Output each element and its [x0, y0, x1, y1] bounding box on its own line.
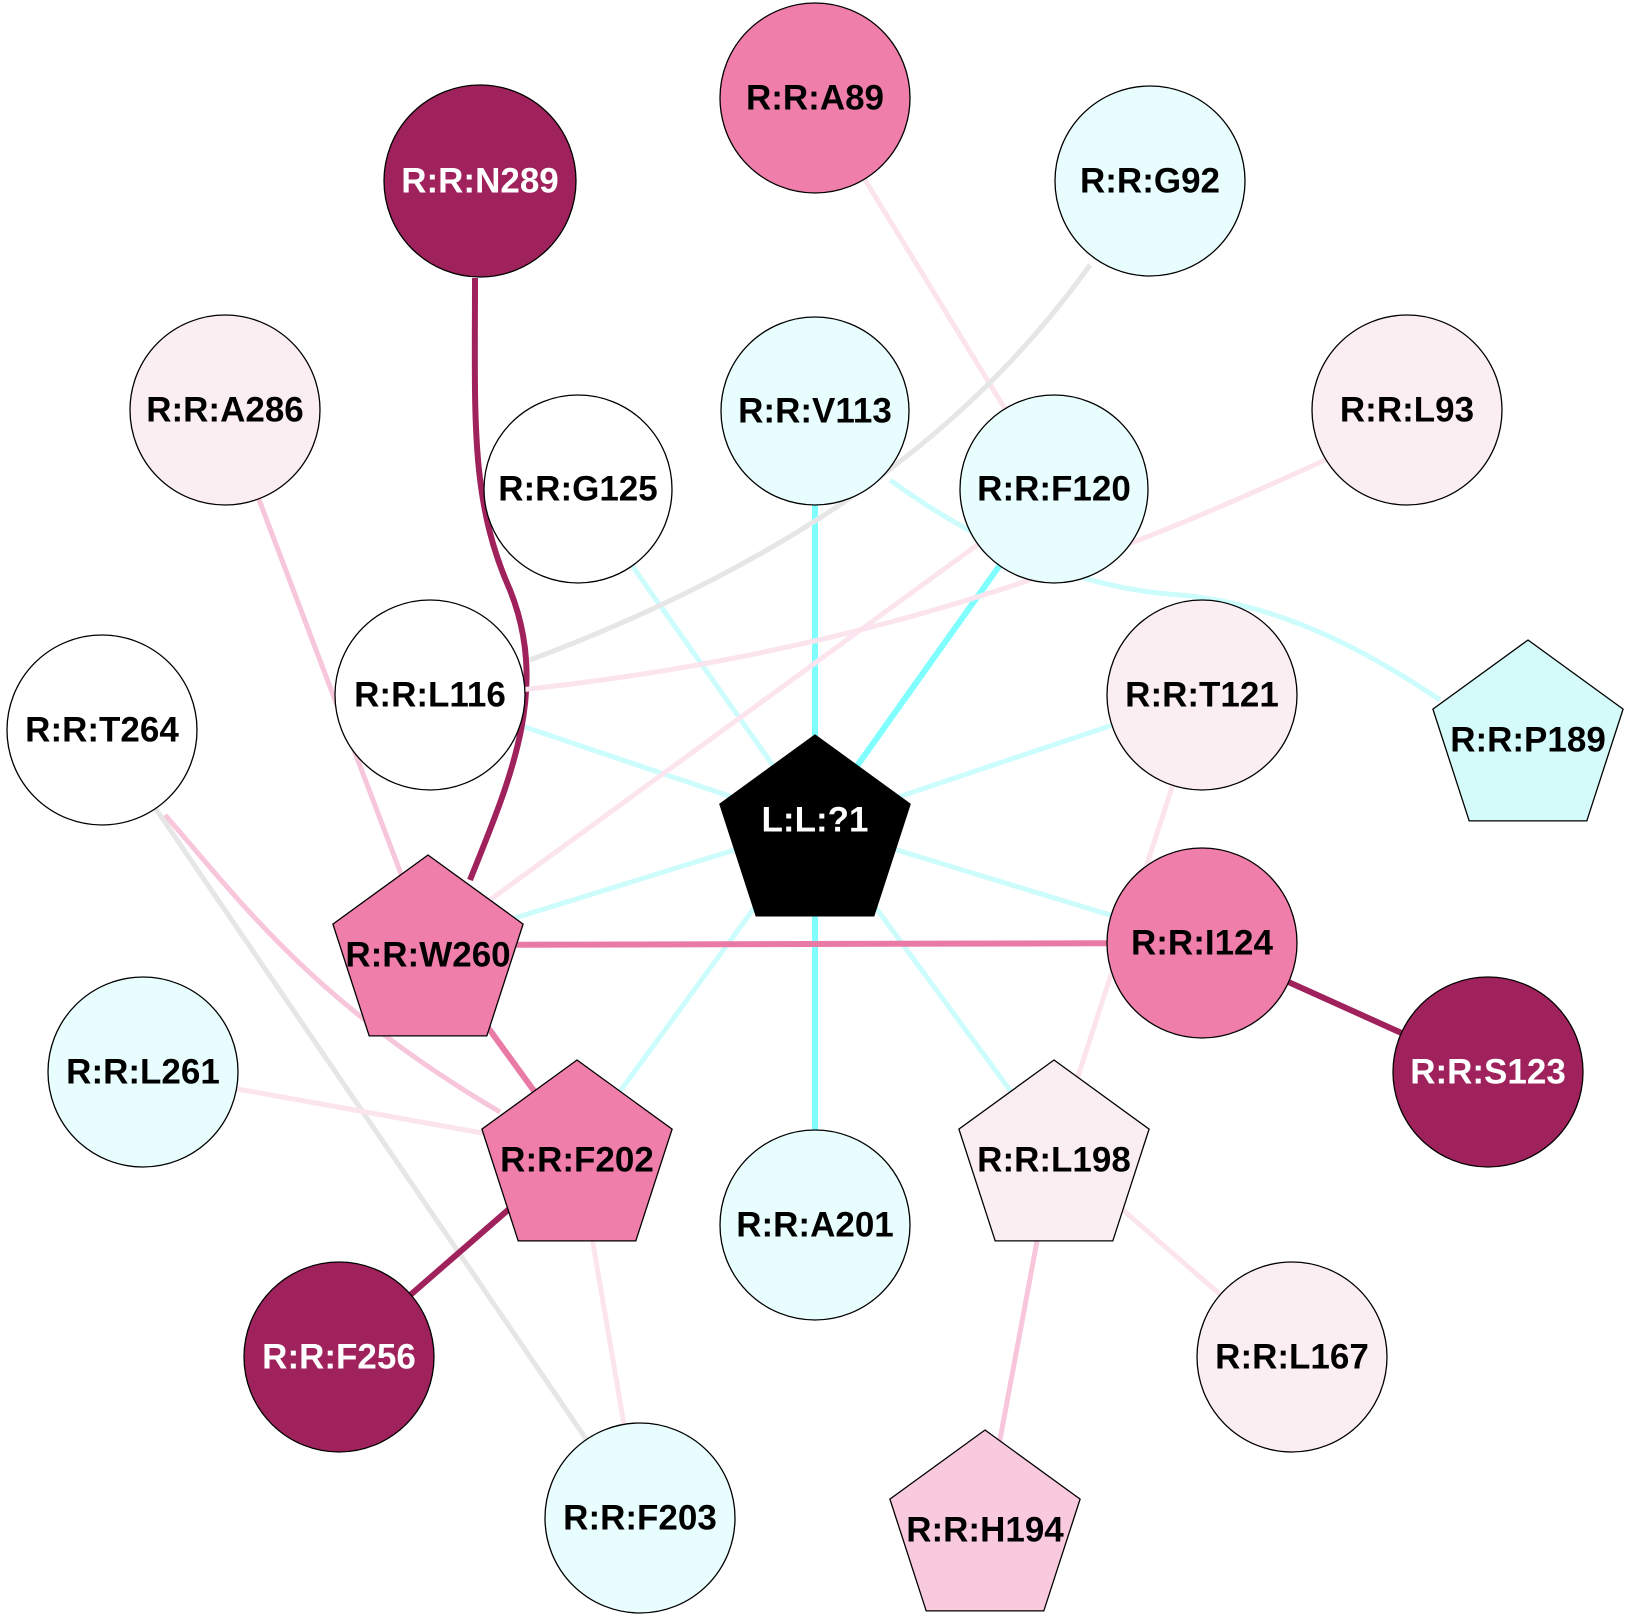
- node-circle-shape: [959, 394, 1149, 584]
- node-circle-shape: [1311, 314, 1503, 506]
- node-label: R:R:A201: [736, 1206, 894, 1245]
- edge-r-r-f120-r-r-w260: [426, 486, 1056, 948]
- node-pentagon-shape: [958, 1059, 1150, 1242]
- node-circle-shape: [129, 314, 321, 506]
- node-r-r-n289[interactable]: R:R:N289: [383, 84, 577, 278]
- edge-r-r-g92-r-r-l116: [529, 263, 1093, 663]
- node-circle-shape: [6, 634, 198, 826]
- node-r-r-l167[interactable]: R:R:L167: [1196, 1261, 1388, 1453]
- node-r-r-a286[interactable]: R:R:A286: [129, 314, 321, 506]
- node-label: R:R:L198: [977, 1141, 1131, 1180]
- node-label: R:R:L93: [1340, 391, 1474, 430]
- node-pentagon-shape: [889, 1429, 1081, 1612]
- node-r-r-l116[interactable]: R:R:L116: [334, 599, 526, 791]
- node-label: R:R:L261: [66, 1053, 220, 1092]
- node-circle-shape: [1054, 85, 1246, 277]
- edge-r-r-l93-r-r-l116: [519, 457, 1327, 693]
- node-pentagon-shape: [332, 854, 524, 1037]
- node-label: R:R:P189: [1450, 721, 1606, 760]
- node-label: R:R:S123: [1410, 1053, 1566, 1092]
- node-r-r-v113[interactable]: R:R:V113: [720, 316, 910, 506]
- node-label: R:R:G92: [1080, 162, 1220, 201]
- node-label: R:R:L116: [354, 676, 506, 715]
- node-label: R:R:I124: [1131, 924, 1274, 963]
- node-r-r-a201[interactable]: R:R:A201: [719, 1129, 911, 1321]
- edge-r-r-w260-r-r-i124: [427, 940, 1203, 948]
- node-circle-shape: [47, 976, 239, 1168]
- node-r-r-l93[interactable]: R:R:L93: [1311, 314, 1503, 506]
- node-r-r-g92[interactable]: R:R:G92: [1054, 85, 1246, 277]
- node-label: R:R:H194: [906, 1511, 1064, 1550]
- node-circle-shape: [334, 599, 526, 791]
- node-label: R:R:F202: [500, 1141, 654, 1180]
- node-r-r-w260[interactable]: R:R:W260: [332, 854, 524, 1037]
- node-r-r-i124[interactable]: R:R:I124: [1106, 847, 1298, 1039]
- node-label: L:L:?1: [762, 801, 869, 840]
- node-circle-shape: [383, 84, 577, 278]
- node-label: R:R:G125: [498, 470, 657, 509]
- node-r-r-f202[interactable]: R:R:F202: [481, 1059, 673, 1242]
- node-pentagon-shape: [481, 1059, 673, 1242]
- node-circle-shape: [1196, 1261, 1388, 1453]
- node-label: R:R:A286: [146, 391, 304, 430]
- node-r-r-a89[interactable]: R:R:A89: [719, 2, 911, 194]
- node-r-r-t121[interactable]: R:R:T121: [1106, 599, 1298, 791]
- node-label: R:R:A89: [746, 79, 884, 118]
- node-label: R:R:V113: [738, 392, 892, 431]
- node-circle-shape: [544, 1422, 736, 1614]
- node-label: R:R:F256: [262, 1338, 416, 1377]
- node-circle-shape: [1106, 599, 1298, 791]
- node-label: R:R:F203: [563, 1499, 717, 1538]
- node-circle-shape: [1106, 847, 1298, 1039]
- node-label: R:R:L167: [1215, 1338, 1369, 1377]
- node-r-r-l261[interactable]: R:R:L261: [47, 976, 239, 1168]
- node-r-r-t264[interactable]: R:R:T264: [6, 634, 198, 826]
- node-pentagon-shape: [719, 734, 911, 917]
- edge-r-r-t264-r-r-f203: [99, 728, 643, 1520]
- node-r-r-f203[interactable]: R:R:F203: [544, 1422, 736, 1614]
- node-r-r-s123[interactable]: R:R:S123: [1392, 976, 1584, 1168]
- node-l-l-1[interactable]: L:L:?1: [719, 734, 911, 917]
- node-circle-shape: [719, 2, 911, 194]
- node-r-r-f120[interactable]: R:R:F120: [959, 394, 1149, 584]
- edge-r-r-t264-r-r-f202: [163, 813, 502, 1115]
- node-circle-shape: [243, 1261, 435, 1453]
- node-label: R:R:T121: [1125, 676, 1279, 715]
- node-circle-shape: [720, 316, 910, 506]
- node-r-r-h194[interactable]: R:R:H194: [889, 1429, 1081, 1612]
- node-r-r-p189[interactable]: R:R:P189: [1432, 639, 1624, 822]
- node-r-r-l198[interactable]: R:R:L198: [958, 1059, 1150, 1242]
- edge-r-r-n289-r-r-w260: [467, 277, 530, 882]
- node-circle-shape: [1392, 976, 1584, 1168]
- node-pentagon-shape: [1432, 639, 1624, 822]
- node-label: R:R:W260: [345, 936, 510, 975]
- node-label: R:R:T264: [25, 711, 179, 750]
- node-circle-shape: [483, 394, 673, 584]
- node-circle-shape: [719, 1129, 911, 1321]
- node-r-r-g125[interactable]: R:R:G125: [483, 394, 673, 584]
- node-label: R:R:F120: [977, 470, 1131, 509]
- node-r-r-f256[interactable]: R:R:F256: [243, 1261, 435, 1453]
- node-label: R:R:N289: [401, 162, 559, 201]
